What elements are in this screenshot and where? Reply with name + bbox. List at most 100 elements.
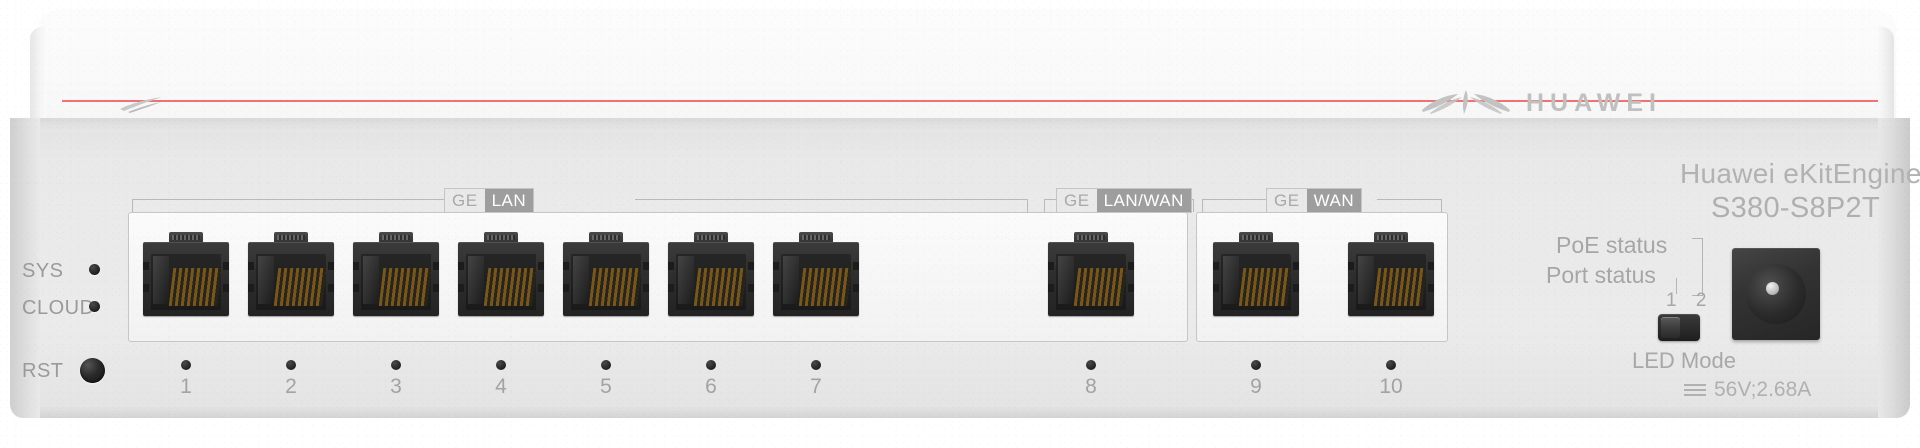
- port-8-number: 8: [1085, 375, 1097, 398]
- group-tag-wan: GE WAN: [1266, 188, 1363, 213]
- rj45-port-5[interactable]: [563, 232, 649, 316]
- port-3-highlight: [363, 256, 379, 304]
- rj45-port-8[interactable]: [1048, 232, 1134, 316]
- port-10-contacts: [1373, 268, 1427, 306]
- port-7-latch-left-lower: [773, 284, 779, 292]
- port-4-contacts: [483, 268, 537, 306]
- port-7-contacts: [798, 268, 852, 306]
- port-1-grill: [172, 235, 200, 240]
- port-7-highlight: [783, 256, 799, 304]
- port-7-grill: [802, 235, 830, 240]
- port-1-latch-left-lower: [143, 284, 149, 292]
- port-6-highlight: [678, 256, 694, 304]
- port-3-latch-right-lower: [433, 284, 439, 292]
- port-5-status-led: [601, 360, 611, 370]
- huawei-petal-mark-icon: [1420, 88, 1512, 118]
- wan-bracket-corner-left: [1202, 199, 1215, 212]
- port-5-number: 5: [600, 375, 612, 398]
- lanwan-speed-tag: GE: [1057, 189, 1097, 212]
- port-4-latch-left-lower: [458, 284, 464, 292]
- wan-bracket-line-right: [1377, 199, 1441, 200]
- port-9-status-led: [1251, 360, 1261, 370]
- lanwan-kind-tag: LAN/WAN: [1096, 189, 1191, 212]
- lan-bracket-line-left: [132, 199, 444, 200]
- rj45-port-6[interactable]: [668, 232, 754, 316]
- port-10-number: 10: [1379, 375, 1403, 398]
- port-1-latch-right: [223, 262, 229, 270]
- port-7-number: 7: [810, 375, 822, 398]
- port-5-latch-left-lower: [563, 284, 569, 292]
- led-mode-switch[interactable]: [1658, 314, 1700, 341]
- port-7-status-led: [811, 360, 821, 370]
- dc-power-jack-pin: [1766, 282, 1779, 295]
- port-6-latch-right-lower: [748, 284, 754, 292]
- reset-button[interactable]: [80, 358, 105, 383]
- port-6-latch-right: [748, 262, 754, 270]
- rj45-port-1[interactable]: [143, 232, 229, 316]
- port-2-number: 2: [285, 375, 297, 398]
- port-2-contacts: [273, 268, 327, 306]
- port-5-contacts: [588, 268, 642, 306]
- port-4-latch-left: [458, 262, 464, 270]
- port-6-contacts: [693, 268, 747, 306]
- port-4-latch-right: [538, 262, 544, 270]
- port-9-latch-right-lower: [1293, 284, 1299, 292]
- cloud-led-indicator: [89, 301, 100, 312]
- port-3-latch-left-lower: [353, 284, 359, 292]
- led-mode-switch-knob[interactable]: [1661, 317, 1680, 338]
- port-6-latch-left: [668, 262, 674, 270]
- port-4-number: 4: [495, 375, 507, 398]
- port-3-latch-left: [353, 262, 359, 270]
- lan-bracket-line-right: [635, 199, 1027, 200]
- power-rating-marking: 56V;2.68A: [1684, 378, 1811, 402]
- port-8-contacts: [1073, 268, 1127, 306]
- reset-button-label: RST: [22, 360, 64, 382]
- port-8-latch-left: [1048, 262, 1054, 270]
- port-1-contacts: [168, 268, 222, 306]
- front-bottom-shadow: [10, 406, 1910, 418]
- port-9-number: 9: [1250, 375, 1262, 398]
- port-5-highlight: [573, 256, 589, 304]
- lan-bracket-corner-left: [132, 199, 145, 212]
- rj45-port-3[interactable]: [353, 232, 439, 316]
- port-3-grill: [382, 235, 410, 240]
- rj45-port-10[interactable]: [1348, 232, 1434, 316]
- port-2-latch-right: [328, 262, 334, 270]
- port-2-latch-right-lower: [328, 284, 334, 292]
- wan-speed-tag: GE: [1267, 189, 1307, 212]
- port-10-status-led: [1386, 360, 1396, 370]
- port-9-highlight: [1223, 256, 1239, 304]
- port-2-grill: [277, 235, 305, 240]
- port-10-latch-left-lower: [1348, 284, 1354, 292]
- port-9-latch-right: [1293, 262, 1299, 270]
- port-3-status-led: [391, 360, 401, 370]
- lanwan-bracket-corner-left: [1044, 199, 1057, 212]
- port-10-latch-left: [1348, 262, 1354, 270]
- dc-power-jack-ring: [1746, 264, 1806, 324]
- cover-right-bevel: [1878, 26, 1894, 126]
- port-10-grill: [1377, 235, 1405, 240]
- device-top-cover: [38, 8, 1896, 126]
- front-top-highlight: [10, 118, 1910, 132]
- lan-speed-tag: GE: [445, 189, 485, 212]
- port-5-latch-right: [643, 262, 649, 270]
- rj45-port-4[interactable]: [458, 232, 544, 316]
- dc-power-symbol-icon: [1684, 384, 1706, 396]
- sys-led-indicator: [89, 264, 100, 275]
- rj45-port-2[interactable]: [248, 232, 334, 316]
- port-9-latch-left: [1213, 262, 1219, 270]
- rj45-port-9[interactable]: [1213, 232, 1299, 316]
- port-2-latch-left: [248, 262, 254, 270]
- port-8-highlight: [1058, 256, 1074, 304]
- dc-power-jack[interactable]: [1732, 248, 1820, 340]
- port-8-status-led: [1086, 360, 1096, 370]
- rj45-port-7[interactable]: [773, 232, 859, 316]
- port-9-latch-left-lower: [1213, 284, 1219, 292]
- poe-status-label: PoE status: [1556, 232, 1668, 258]
- wan-bracket-line-left: [1202, 199, 1266, 200]
- port-4-status-led: [496, 360, 506, 370]
- port-status-label: Port status: [1546, 262, 1656, 288]
- lan-bracket-corner-right: [1015, 199, 1028, 212]
- port-1-highlight: [153, 256, 169, 304]
- port-6-grill: [697, 235, 725, 240]
